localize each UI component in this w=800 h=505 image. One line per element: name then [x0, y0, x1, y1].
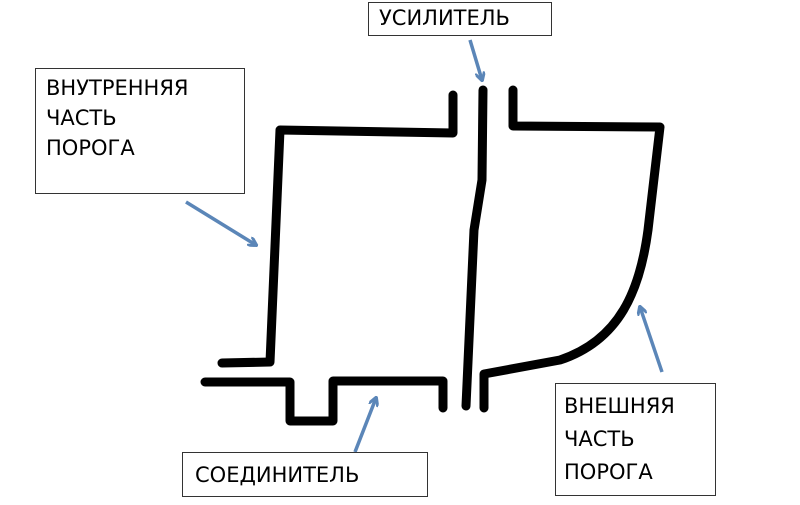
outer-sill-part: [479, 85, 665, 413]
outer-label-line-2: ЧАСТЬ: [564, 427, 635, 451]
outer-sill-label: ВНЕШНЯЯ ЧАСТЬ ПОРОГА: [555, 383, 716, 496]
reinforcement-arrow: [468, 39, 482, 80]
reinforcement-label-text: УСИЛИТЕЛЬ: [379, 6, 510, 30]
connector-part: [200, 376, 448, 426]
reinforcement-part: [461, 85, 488, 411]
reinforcement-label: УСИЛИТЕЛЬ: [368, 2, 552, 36]
inner-arrow: [185, 200, 256, 245]
connector-label-text: СОЕДИНИТЕЛЬ: [195, 463, 360, 487]
outer-label-line-3: ПОРОГА: [564, 460, 653, 484]
connector-arrow: [353, 398, 376, 453]
outer-arrow: [640, 307, 664, 373]
outer-label-line-1: ВНЕШНЯЯ: [564, 394, 675, 418]
inner-label-line-3: ПОРОГА: [46, 136, 135, 160]
connector-label: СОЕДИНИТЕЛЬ: [182, 452, 428, 497]
inner-sill-label: ВНУТРЕННЯЯ ЧАСТЬ ПОРОГА: [35, 68, 245, 194]
inner-sill-part: [217, 90, 458, 368]
inner-label-line-1: ВНУТРЕННЯЯ: [46, 76, 189, 100]
inner-label-line-2: ЧАСТЬ: [46, 106, 117, 130]
